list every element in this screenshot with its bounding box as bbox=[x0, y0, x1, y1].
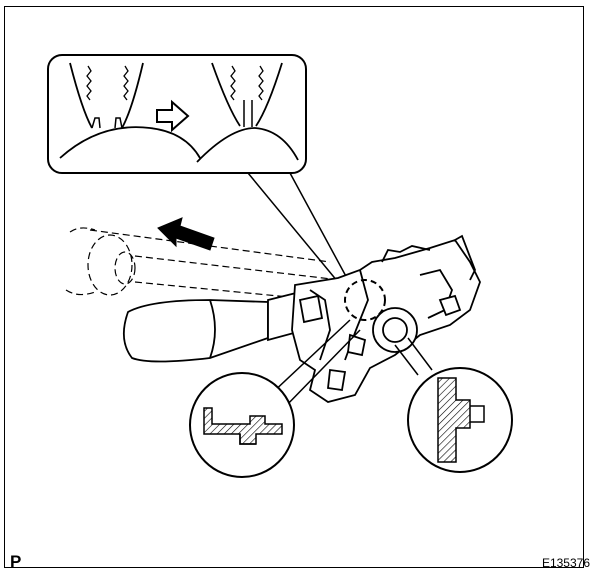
combination-switch-lever bbox=[122, 290, 306, 363]
combination-switch-body bbox=[291, 234, 481, 403]
hollow-right-arrow-icon bbox=[156, 99, 190, 133]
claw-before-state bbox=[59, 62, 201, 159]
cross-section-right bbox=[407, 367, 513, 473]
claw-detail-callout bbox=[47, 54, 349, 283]
claw-after-state bbox=[196, 62, 299, 163]
cross-section-left bbox=[189, 372, 295, 478]
claw-location-marker bbox=[344, 279, 386, 321]
detail-leaders bbox=[269, 319, 433, 411]
corner-label: P bbox=[10, 552, 22, 571]
figure-id: E135376 bbox=[541, 556, 590, 570]
removal-direction-arrow-icon bbox=[157, 217, 215, 251]
